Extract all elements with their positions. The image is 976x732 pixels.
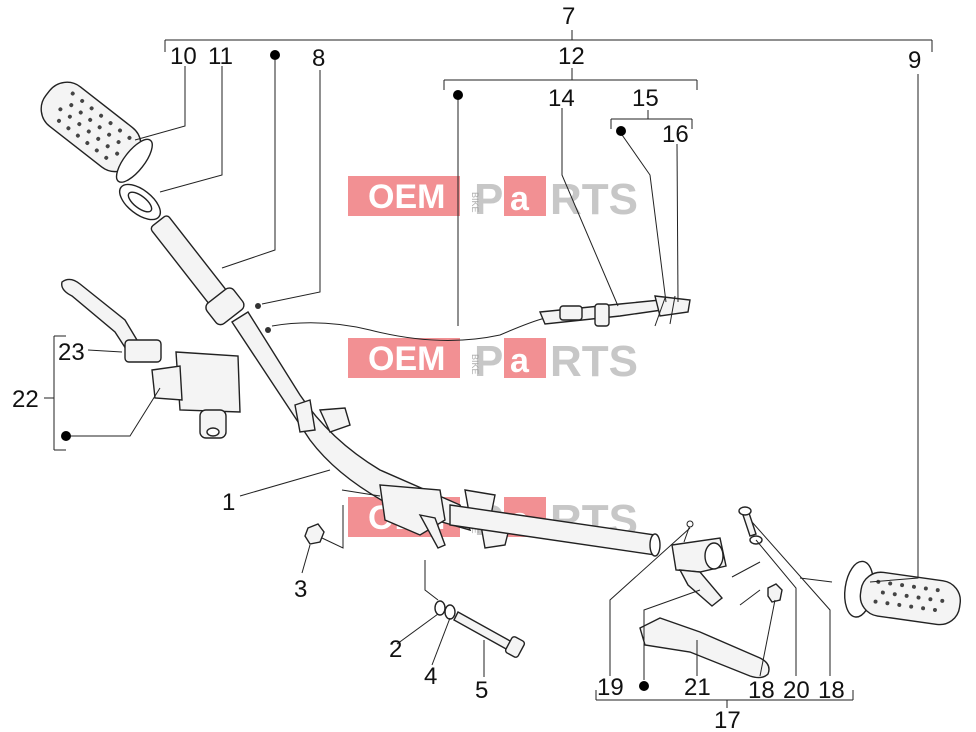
throttle-cable [271,295,691,341]
watermark-2: OEM BIKE P a RTS [348,337,638,386]
bracket-17 [595,690,854,708]
label-18-a: 18 [748,677,775,704]
label-1: 1 [222,489,235,516]
label-22: 22 [12,386,39,413]
svg-text:OEM: OEM [368,178,445,216]
right-lever-housing [671,537,727,607]
leader-lines [66,60,919,680]
label-18-b: 18 [818,677,845,704]
bullet-marker [270,50,280,60]
right-brake-lever [639,617,770,679]
handlebar [231,311,661,557]
lever-nut [767,583,783,603]
bullet-marker [616,126,626,136]
cable-end [265,327,271,333]
svg-text:RTS: RTS [550,175,638,224]
watermark-1: OEM BIKE P a RTS [348,175,638,224]
svg-text:OEM: OEM [368,340,445,378]
label-3: 3 [294,576,307,603]
label-20: 20 [783,677,810,704]
label-12: 12 [558,43,585,70]
label-2: 2 [389,636,402,663]
brake-master-cylinder [151,351,241,439]
label-8: 8 [312,45,325,72]
label-5: 5 [475,677,488,704]
svg-text:BIKE: BIKE [470,192,480,213]
screw-small [683,520,694,543]
washer [434,600,446,616]
svg-text:P: P [474,175,503,224]
bullet-marker [453,90,463,100]
label-23: 23 [58,339,85,366]
bracket-7 [164,30,933,52]
left-grip [40,81,153,183]
label-10: 10 [170,43,197,70]
svg-text:a: a [510,342,530,380]
part-labels: 7 10 11 8 9 12 14 15 16 23 22 1 3 2 4 5 … [12,3,921,732]
bracket-22 [44,335,66,451]
nut [304,523,325,545]
label-4: 4 [424,663,437,690]
label-7: 7 [562,3,575,30]
throttle-tube [150,215,245,326]
label-11: 11 [208,43,233,70]
label-9: 9 [908,47,921,74]
svg-text:RTS: RTS [550,337,638,386]
label-14: 14 [548,85,575,112]
left-brake-lever [61,278,162,363]
throttle-screw [255,303,261,309]
screw-large [738,506,763,545]
bracket-15 [610,110,693,129]
label-19: 19 [597,674,624,701]
bolt [453,611,526,658]
washer-2 [444,604,456,620]
label-17: 17 [714,707,741,732]
bullet-marker [61,431,71,441]
bracket-12 [443,68,698,90]
svg-text:BIKE: BIKE [470,354,480,375]
bullet-marker [639,681,649,691]
label-16: 16 [662,121,689,148]
label-21: 21 [684,674,711,701]
svg-text:a: a [510,180,530,218]
right-grip [844,560,962,626]
label-15: 15 [632,85,659,112]
svg-text:P: P [474,337,503,386]
